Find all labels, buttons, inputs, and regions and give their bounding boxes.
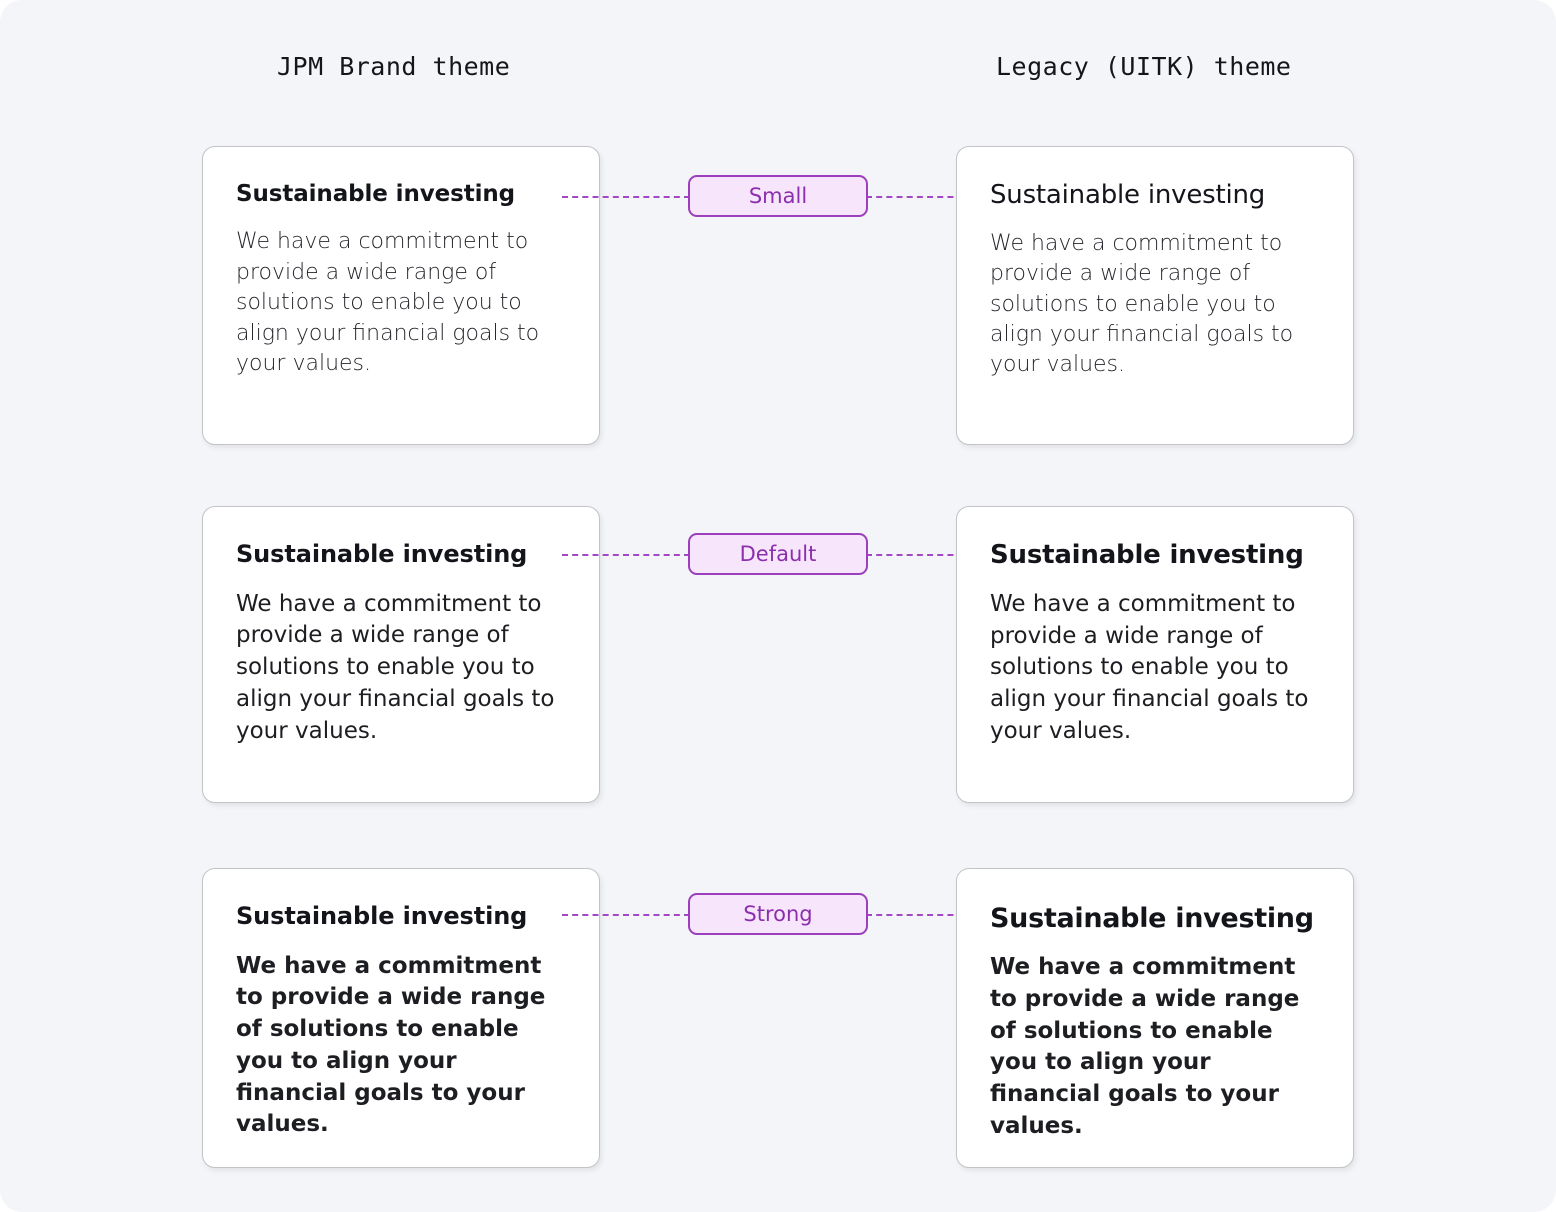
row-connector-small: Small <box>0 175 1556 219</box>
emphasis-badge-default[interactable]: Default <box>688 533 868 575</box>
emphasis-badge-strong[interactable]: Strong <box>688 893 868 935</box>
connector-line-left <box>562 554 690 556</box>
card-body-text: We have a commitment to provide a wide r… <box>236 229 540 376</box>
emphasis-row-strong: Sustainable investing We have a commitme… <box>0 868 1556 1168</box>
column-headers: JPM Brand theme Legacy (UITK) theme <box>0 52 1556 86</box>
card-body-text: We have a commitment to provide a wide r… <box>236 590 555 744</box>
emphasis-badge-small[interactable]: Small <box>688 175 868 217</box>
column-header-legacy-uitk: Legacy (UITK) theme <box>996 52 1292 81</box>
card-title: Sustainable investing <box>236 540 528 568</box>
connector-line-right <box>866 914 984 916</box>
emphasis-row-default: Sustainable investing We have a commitme… <box>0 506 1556 806</box>
card-title: Sustainable investing <box>236 902 528 930</box>
row-connector-default: Default <box>0 533 1556 577</box>
connector-line-left <box>562 914 690 916</box>
card-jpm-brand-default[interactable]: Sustainable investing We have a commitme… <box>202 506 600 803</box>
card-legacy-uitk-small[interactable]: Sustainable investing We have a commitme… <box>956 146 1354 445</box>
card-body-text: We have a commitment to provide a wide r… <box>990 230 1294 378</box>
card-body-text: We have a commitment to provide a wide r… <box>990 954 1300 1139</box>
card-jpm-brand-small[interactable]: Sustainable investing We have a commitme… <box>202 146 600 445</box>
emphasis-row-small: Sustainable investing We have a commitme… <box>0 146 1556 446</box>
card-body-text: We have a commitment to provide a wide r… <box>990 590 1309 744</box>
card-title: Sustainable investing <box>236 181 516 207</box>
connector-line-right <box>866 196 984 198</box>
card-title: Sustainable investing <box>990 903 1314 934</box>
connector-line-left <box>562 196 690 198</box>
row-connector-strong: Strong <box>0 893 1556 937</box>
card-body-text: We have a commitment to provide a wide r… <box>236 952 546 1138</box>
card-jpm-brand-strong[interactable]: Sustainable investing We have a commitme… <box>202 868 600 1168</box>
connector-line-right <box>866 554 984 556</box>
card-title: Sustainable investing <box>990 540 1304 570</box>
card-title: Sustainable investing <box>990 180 1266 210</box>
card-legacy-uitk-strong[interactable]: Sustainable investing We have a commitme… <box>956 868 1354 1168</box>
column-header-jpm-brand: JPM Brand theme <box>277 52 511 81</box>
card-legacy-uitk-default[interactable]: Sustainable investing We have a commitme… <box>956 506 1354 803</box>
